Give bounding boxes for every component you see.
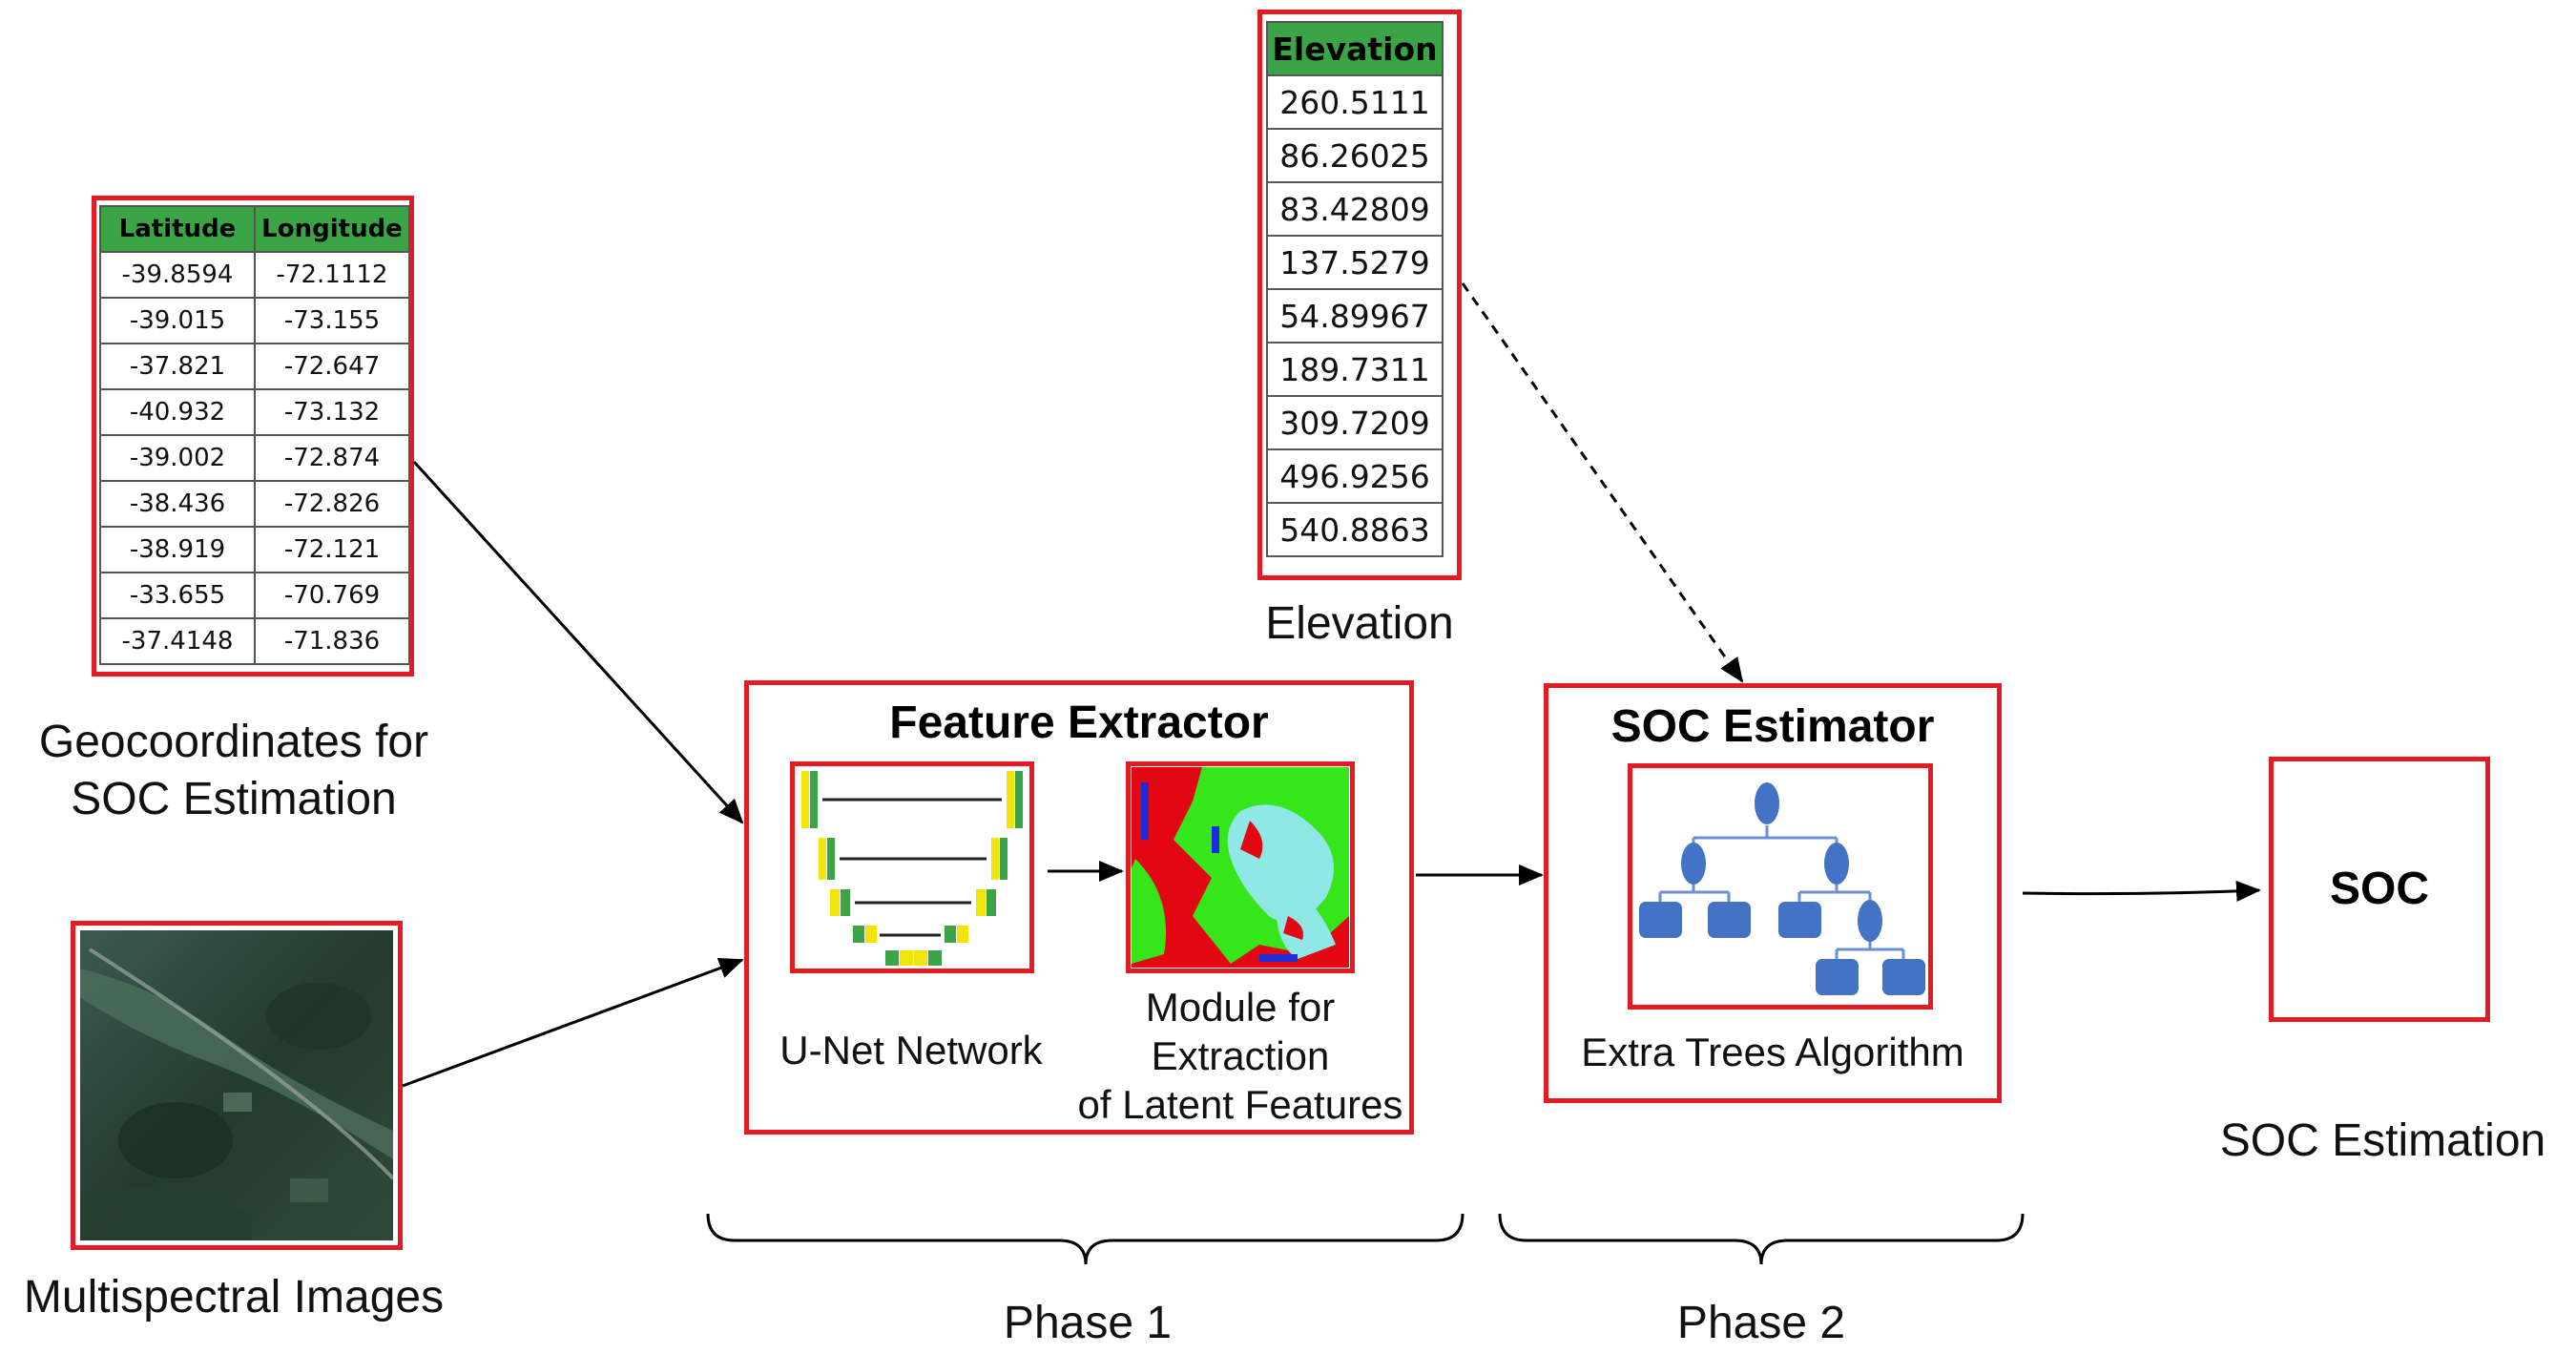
latitude-cell: -33.655 (99, 572, 256, 619)
soc-estimator-title: SOC Estimator (1610, 701, 1935, 752)
table-row: -39.015-73.155 (99, 297, 410, 344)
table-row: 189.7311 (1266, 342, 1444, 397)
elevation-header: Elevation (1266, 21, 1444, 76)
latitude-cell: -38.919 (99, 526, 256, 573)
elevation-table: Elevation 260.5111 86.26025 83.42809 137… (1266, 21, 1444, 557)
latitude-cell: -39.015 (99, 297, 256, 344)
phase1-label: Phase 1 (1003, 1298, 1173, 1348)
unet-diagram-frame (790, 761, 1034, 973)
elevation-cell: 189.7311 (1266, 342, 1444, 397)
longitude-cell: -72.647 (254, 343, 410, 390)
phase1-brace (706, 1213, 1465, 1265)
table-row: 83.42809 (1266, 181, 1444, 237)
elevation-cell: 309.7209 (1266, 395, 1444, 450)
table-header-row: Elevation (1266, 21, 1444, 76)
elevation-cell: 54.89967 (1266, 288, 1444, 344)
table-row: -37.4148-71.836 (99, 617, 410, 665)
longitude-header: Longitude (254, 205, 410, 253)
geo-to-extractor-arrow (412, 460, 744, 824)
geocoordinates-caption-line1: Geocoordinates for (38, 717, 429, 767)
multispectral-satellite-image (80, 930, 395, 1240)
elevation-cell: 137.5279 (1266, 235, 1444, 290)
phase2-label: Phase 2 (1676, 1298, 1846, 1348)
table-row: 540.8863 (1266, 502, 1444, 557)
extra-trees-label: Extra Trees Algorithm (1581, 1030, 1964, 1074)
latitude-cell: -37.4148 (99, 617, 256, 665)
longitude-cell: -72.1112 (254, 251, 410, 299)
unet-label: U-Net Network (779, 1028, 1043, 1073)
latent-feature-map-frame (1126, 761, 1355, 973)
multispectral-image-frame (71, 921, 403, 1250)
estimator-to-soc-arrow (2022, 881, 2261, 903)
geocoordinates-caption-line2: SOC Estimation (71, 774, 397, 824)
longitude-cell: -72.121 (254, 526, 410, 573)
latitude-header: Latitude (99, 205, 256, 253)
table-row: -39.8594-72.1112 (99, 251, 410, 299)
soc-output-label: SOC (2329, 864, 2429, 914)
soc-output-box (2269, 757, 2490, 1022)
elevation-caption: Elevation (1265, 598, 1454, 649)
elevation-cell: 496.9256 (1266, 448, 1444, 504)
table-row: 496.9256 (1266, 448, 1444, 504)
table-row: -37.821-72.647 (99, 343, 410, 390)
latent-module-label-line2: Extraction (1151, 1033, 1330, 1079)
table-row: -40.932-73.132 (99, 388, 410, 436)
latitude-cell: -37.821 (99, 343, 256, 390)
longitude-cell: -72.826 (254, 480, 410, 528)
table-row: -33.655-70.769 (99, 572, 410, 619)
table-row: -38.436-72.826 (99, 480, 410, 528)
latitude-cell: -38.436 (99, 480, 256, 528)
latitude-cell: -39.002 (99, 434, 256, 482)
latitude-cell: -40.932 (99, 388, 256, 436)
image-to-extractor-arrow (402, 958, 744, 1088)
table-header-row: Latitude Longitude (99, 205, 410, 253)
longitude-cell: -73.132 (254, 388, 410, 436)
elevation-cell: 260.5111 (1266, 74, 1444, 130)
table-row: 137.5279 (1266, 235, 1444, 290)
multispectral-caption: Multispectral Images (23, 1272, 445, 1323)
table-row: 260.5111 (1266, 74, 1444, 130)
table-row: -38.919-72.121 (99, 526, 410, 573)
elevation-cell: 86.26025 (1266, 128, 1444, 183)
table-row: -39.002-72.874 (99, 434, 410, 482)
feature-extractor-title: Feature Extractor (889, 698, 1269, 748)
geocoordinates-caption: Geocoordinates for SOC Estimation (10, 714, 458, 828)
elevation-cell: 83.42809 (1266, 181, 1444, 237)
longitude-cell: -72.874 (254, 434, 410, 482)
table-row: 86.26025 (1266, 128, 1444, 183)
table-row: 309.7209 (1266, 395, 1444, 450)
table-row: 54.89967 (1266, 288, 1444, 344)
phase2-brace (1498, 1213, 2025, 1265)
latent-module-label-line3: of Latent Features (1077, 1082, 1403, 1128)
latitude-cell: -39.8594 (99, 251, 256, 299)
longitude-cell: -71.836 (254, 617, 410, 665)
geocoordinates-table: Latitude Longitude -39.8594-72.1112 -39.… (99, 205, 410, 665)
longitude-cell: -70.769 (254, 572, 410, 619)
longitude-cell: -73.155 (254, 297, 410, 344)
elevation-cell: 540.8863 (1266, 502, 1444, 557)
soc-estimation-caption: SOC Estimation (2219, 1115, 2546, 1166)
extra-trees-diagram-frame (1628, 763, 1933, 1010)
latent-module-label: Module for Extraction of Latent Features (1059, 983, 1422, 1130)
latent-module-label-line1: Module for (1145, 985, 1336, 1030)
elevation-to-estimator-arrow (1461, 282, 1744, 683)
